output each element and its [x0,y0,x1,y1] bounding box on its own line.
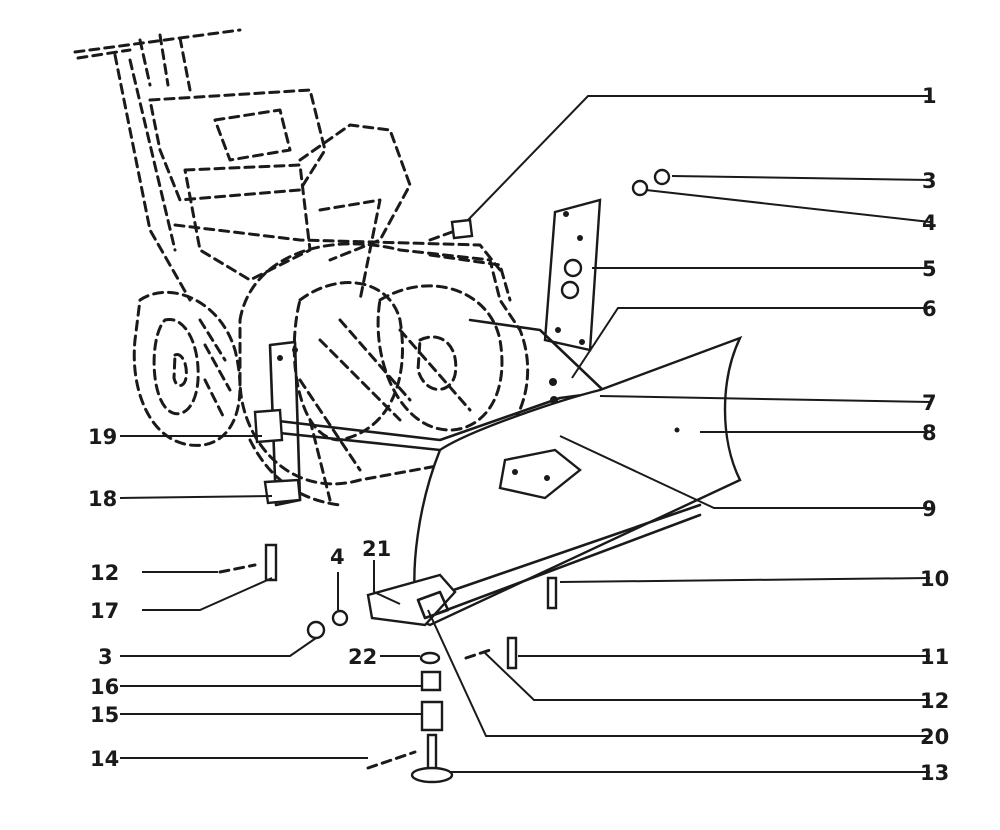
side-bracket [253,408,284,444]
callout-13: 13 [920,761,949,785]
bushing-15 [420,700,444,732]
callout-11: 11 [920,645,949,669]
callout-labels: 1 3 4 5 6 7 8 9 10 11 12 20 13 19 18 12 … [88,84,949,785]
callout-18: 18 [88,487,117,511]
callout-21: 21 [362,537,391,561]
callout-9: 9 [922,497,937,521]
callout-4: 4 [922,211,937,235]
callout-10: 10 [920,567,949,591]
callout-14: 14 [90,747,119,771]
callout-7: 7 [922,391,937,415]
callout-6: 6 [922,297,937,321]
plate-hole-upper [563,258,583,278]
spacer-16 [420,670,442,692]
nut-3-lower [306,620,326,640]
callout-17: 17 [90,599,119,623]
callout-12-right: 12 [920,689,949,713]
lock-washer-4-lower [331,609,349,627]
leader-lines [119,95,931,773]
plow-blade [413,335,743,627]
callout-1: 1 [922,84,937,108]
callout-3: 3 [922,169,937,193]
callout-16: 16 [90,675,119,699]
foot-13 [410,766,454,784]
nut-3 [653,168,671,186]
clamp-block [263,478,302,505]
plate-hole-lower [560,280,580,300]
pin-11 [506,636,518,670]
callout-4-lower: 4 [330,545,345,569]
callout-5: 5 [922,257,937,281]
callout-22: 22 [348,645,377,669]
callout-20: 20 [920,725,949,749]
plow-assembly [218,168,743,784]
callout-8: 8 [922,421,937,445]
callout-15: 15 [90,703,119,727]
pivot-plate [498,448,582,500]
pin-17 [264,543,278,582]
lock-washer-4 [631,179,649,197]
washer-22 [419,651,441,665]
callout-12-left: 12 [90,561,119,585]
skid-shoe [366,573,457,627]
callout-3-lower: 3 [98,645,113,669]
bolt-10 [546,576,558,610]
bolt-1 [450,218,474,240]
callout-19: 19 [88,425,117,449]
